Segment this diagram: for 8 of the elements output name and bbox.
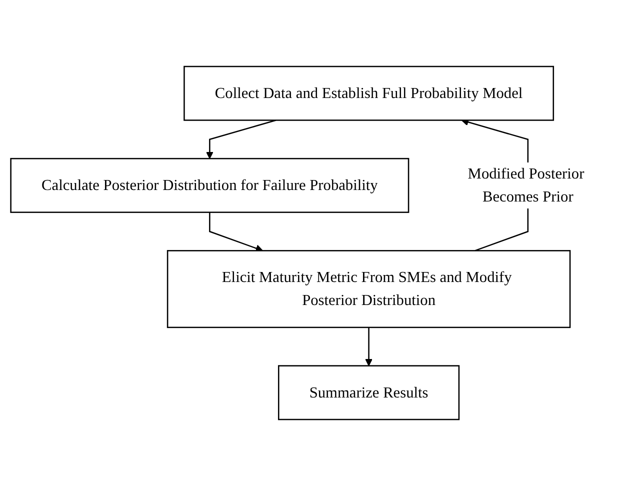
node-box: Summarize Results <box>278 365 460 420</box>
edge-label: Modified Posterior Becomes Prior <box>468 164 584 206</box>
arrow <box>206 120 276 159</box>
node-box: Elicit Maturity Metric From SMEs and Modify Posterior Distribution <box>166 250 571 328</box>
arrow <box>365 327 373 366</box>
node-box: Collect Data and Establish Full Probability Model <box>184 66 554 121</box>
arrow <box>209 212 264 252</box>
node-box: Calculate Posterior Distribution for Failure Probability <box>10 158 410 213</box>
